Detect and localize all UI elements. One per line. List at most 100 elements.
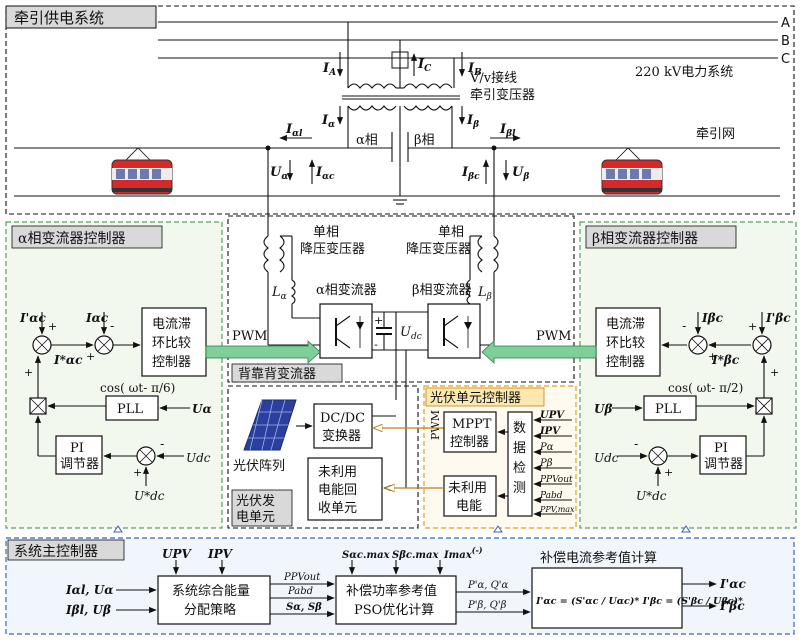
label-Ibl: Iβl: [499, 122, 516, 139]
grid-label: 220 kV电力系统: [635, 65, 733, 80]
alpha-sum2-plus: +: [86, 350, 95, 363]
beta-controller-title: β相变流器控制器: [592, 231, 698, 247]
sig-imax: Imax(-): [443, 545, 483, 561]
alpha-pi-block: [55, 435, 103, 475]
alpha-pll-label: PLL: [117, 402, 143, 417]
transformer-label-2: 牵引变压器: [470, 87, 535, 103]
alpha-hysteresis-3: 控制器: [152, 355, 191, 370]
link-alpha-master: [113, 525, 123, 533]
sig-pa-qa: P'α, Q'α: [467, 580, 509, 591]
dcdc-label-2: 变换器: [322, 428, 361, 444]
alpha-pll-block: [105, 395, 159, 421]
data-detect-block: [507, 411, 533, 517]
alpha-iac-star: I*αc: [53, 353, 83, 367]
pv-generation-header-bg: [231, 489, 293, 527]
alpha-in-udc-star: U*dc: [134, 489, 165, 503]
beta-pi-1: PI: [714, 441, 728, 456]
dcdc-label-1: DC/DC: [320, 411, 365, 426]
dc-cap-plus: +: [374, 314, 383, 327]
node-beta: [491, 145, 497, 151]
phase-c-label: C: [781, 52, 790, 67]
pv-generation-frame: [227, 385, 419, 529]
beta-sum1-minus: -: [682, 319, 686, 333]
label-Lb: Lβ: [477, 285, 492, 302]
beta-hysteresis-3: 控制器: [606, 355, 645, 370]
secondary-coil-left: [347, 105, 397, 111]
sig-pb-qb: P'β, Q'β: [467, 600, 507, 611]
calc-formula: I'αc = (S'αc / Uαc)* I'βc = (S'βc / Uβc)…: [535, 596, 743, 607]
recovery-block: [307, 457, 383, 521]
beta-pwm-label: PWM: [536, 329, 571, 344]
stepdown-left-label-1: 单相: [313, 225, 339, 240]
beta-hysteresis-2: 环比较: [606, 336, 645, 351]
beta-phase-label: β相: [414, 133, 435, 148]
sig-sa-sb: Sα, Sβ: [286, 602, 322, 613]
strategy-label-1: 系统综合能量: [172, 584, 250, 599]
alpha-pwm-label: PWM: [232, 329, 267, 344]
label-Udc: Udc: [400, 325, 422, 342]
stepdown-left-label-2: 降压变压器: [300, 241, 365, 257]
label-Ial: Iαl: [285, 122, 303, 139]
out-bc: I'βc: [719, 599, 745, 613]
beta-in-ub: Uβ: [594, 402, 612, 416]
transformer-label-1: V/v接线: [469, 70, 517, 86]
back-to-back-label: 背靠背变流器: [238, 366, 316, 382]
calc-title: 补偿电流参考值计算: [540, 550, 657, 566]
link-pv-master: [493, 525, 503, 533]
out-ac: I'αc: [719, 577, 747, 591]
beta-sum3-plus: +: [664, 466, 673, 479]
pv-array-icon: [243, 399, 297, 451]
back-to-back-header-bg: [231, 363, 343, 383]
label-Ialpha: Iα: [321, 113, 335, 130]
alpha-sum2-minus: -: [110, 319, 114, 333]
node-alpha: [265, 145, 271, 151]
traction-supply-title: 牵引供电系统: [14, 9, 104, 27]
mppt-label-1: MPPT: [452, 417, 492, 432]
alpha-controller-header-bg: [11, 225, 163, 249]
beta-sum2-plus-a: +: [748, 320, 757, 333]
mppt-label-2: 控制器: [450, 435, 489, 450]
label-IA: IA: [322, 61, 336, 78]
beta-pi-2: 调节器: [704, 457, 743, 472]
recovery-label-3: 收单元: [318, 501, 357, 516]
alpha-sum3-minus: -: [160, 437, 164, 451]
strategy-block: [157, 575, 271, 625]
pv-sig-pabd: Pabd: [539, 491, 563, 501]
pv-sig-upv: UPV: [540, 410, 565, 421]
recovery-label-2: 电能回: [318, 483, 357, 498]
beta-hysteresis-block: [595, 307, 661, 377]
alpha-in-iac: Iαc: [85, 311, 109, 325]
beta-sum1-plus: +: [708, 350, 717, 363]
sig-pabd: Pabd: [287, 586, 313, 597]
beta-converter-label: β相变流器: [412, 282, 472, 298]
strategy-label-2: 分配策略: [184, 602, 236, 618]
pv-sig-ipv: IPV: [539, 426, 561, 437]
beta-pi-block: [699, 435, 747, 475]
pv-generation-label-1: 光伏发: [236, 493, 275, 509]
master-controller-title: 系统主控制器: [14, 544, 98, 560]
beta-in-udc: Udc: [594, 451, 619, 465]
master-controller-header-bg: [7, 539, 125, 561]
phase-b-label: B: [781, 34, 790, 49]
inductor-beta: [466, 279, 471, 305]
pv-sig-pb: Pβ: [539, 458, 553, 469]
beta-sum2-plus-b: +: [770, 366, 779, 379]
label-Ibc: Iβc: [461, 165, 480, 182]
alpha-sum1-plus-b: +: [24, 366, 33, 379]
calc-block: [531, 567, 683, 629]
alpha-sum1-plus-a: +: [48, 320, 57, 333]
stepdown-right-label-2: 降压变压器: [406, 241, 471, 257]
pv-array-label: 光伏阵列: [233, 459, 285, 474]
label-Ibeta: Iβ: [466, 113, 479, 130]
beta-pll-label: PLL: [655, 402, 681, 417]
link-beta-master: [681, 525, 691, 533]
sig-sbc: Sβc.max: [392, 550, 439, 561]
phase-a-label: A: [781, 16, 790, 31]
alpha-sum3-plus: +: [133, 466, 142, 479]
feed-c-box: [391, 51, 409, 69]
alpha-cos: cos( ωt- π/6): [100, 381, 175, 395]
label-IC: IC: [417, 57, 432, 74]
dc-cap-minus: -: [374, 338, 378, 351]
alpha-phase-label: α相: [356, 133, 378, 148]
